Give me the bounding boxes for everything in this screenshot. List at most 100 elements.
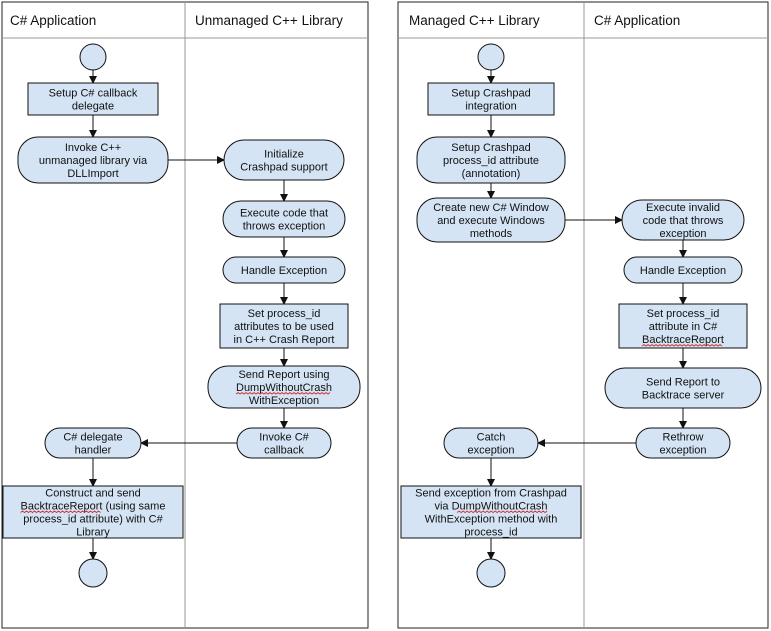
spellcheck-underline [456, 510, 548, 514]
spellcheck-underline [20, 510, 101, 514]
node-label-line: (annotation) [462, 168, 521, 180]
node-label-line: exception [659, 228, 706, 240]
node-label-line: Set process_id [647, 308, 720, 320]
activity-pill [223, 139, 345, 181]
node-label-line: process_id attribute) with C# [23, 514, 163, 526]
node-label-line: WithException method with [425, 514, 558, 526]
node-label-line: callback [264, 445, 304, 457]
node-label-line: Setup Crashpad [451, 142, 531, 154]
node-label-line: Execute code that [240, 208, 328, 220]
node-label-line: Create new C# Window [433, 202, 549, 214]
start-node-shape [79, 43, 107, 71]
activity-pill [222, 256, 346, 284]
node-label-line: Setup C# callback [49, 88, 138, 100]
end-node-shape [78, 558, 108, 588]
node-label-line: Catch [477, 432, 506, 444]
node-label-line: Library [76, 527, 110, 539]
node-label-line: Execute invalid [646, 202, 720, 214]
activity-pill [416, 136, 566, 184]
node-label-line: Send Report to [646, 377, 720, 389]
node-label-line: handler [75, 445, 112, 457]
spellcheck-underline [641, 343, 723, 347]
lane-title: Unmanaged C++ Library [195, 13, 343, 28]
node-label-line: Setup Crashpad [451, 88, 531, 100]
node-label-line: Initialize [264, 149, 304, 161]
activity-pill [443, 427, 539, 459]
node-label-line: and execute Windows [437, 215, 545, 227]
lane-title: C# Application [594, 13, 680, 28]
node-label-line: process_id [464, 527, 517, 539]
lane-title: C# Application [10, 13, 96, 28]
node-label-line: exception [659, 445, 706, 457]
node-l-invoke-callback: Invoke C#callback [236, 427, 332, 459]
node-label-line: Invoke C++ [65, 142, 121, 154]
node-label-line: BacktraceReport [642, 334, 724, 346]
node-label-line: BacktraceReport (using same [21, 501, 166, 513]
process-box [27, 82, 159, 116]
node-label-line: DLLImport [67, 168, 118, 180]
node-label-line: in C++ Crash Report [234, 334, 335, 346]
node-label-line: Set process_id [248, 308, 321, 320]
process-box [219, 303, 349, 349]
lane-title: Managed C++ Library [409, 13, 540, 28]
node-r-start [477, 43, 505, 71]
activity-pill [635, 427, 731, 459]
node-label-line: WithException [249, 395, 319, 407]
activity-pill [604, 367, 762, 409]
process-box [400, 485, 582, 539]
node-label-line: attribute in C# [649, 321, 718, 333]
node-label-line: exception [467, 445, 514, 457]
activity-pill [416, 197, 566, 243]
node-label-line: Rethrow [663, 432, 704, 444]
activity-pill [222, 200, 346, 238]
node-label-line: process_id attribute [443, 155, 539, 167]
node-label-line: DumpWithoutCrash [236, 382, 332, 394]
node-label-line: attributes to be used [234, 321, 334, 333]
node-label-line: code that throws [643, 215, 724, 227]
node-l-send-report: Send Report usingDumpWithoutCrashWithExc… [207, 365, 361, 409]
node-label-line: Send Report using [238, 369, 329, 381]
process-box [427, 82, 555, 116]
node-r-end [476, 558, 506, 588]
node-label-line: throws exception [243, 221, 326, 233]
node-label-line: Invoke C# [259, 432, 309, 444]
activity-pill [621, 199, 745, 241]
activity-pill [623, 256, 743, 284]
node-label-line: Handle Exception [640, 265, 726, 277]
activity-pill [207, 365, 361, 409]
node-label-line: methods [470, 228, 513, 240]
node-label-line: unmanaged library via [39, 155, 148, 167]
node-l-end [78, 558, 108, 588]
node-r-handle-exception: Handle Exception [623, 256, 743, 284]
node-label-line: C# delegate [63, 432, 122, 444]
activity-pill [236, 427, 332, 459]
node-label-line: integration [465, 101, 516, 113]
node-l-handle-exception: Handle Exception [222, 256, 346, 284]
node-l-start [79, 43, 107, 71]
node-label-line: Crashpad support [240, 162, 327, 174]
node-label-line: via DumpWithoutCrash [434, 501, 547, 513]
node-label-line: Construct and send [45, 488, 140, 500]
process-box [618, 303, 748, 349]
node-label-line: Handle Exception [241, 265, 327, 277]
spellcheck-underline [235, 391, 331, 395]
activity-pill [44, 427, 142, 459]
node-label-line: Send exception from Crashpad [415, 488, 567, 500]
activity-pill [17, 136, 169, 184]
